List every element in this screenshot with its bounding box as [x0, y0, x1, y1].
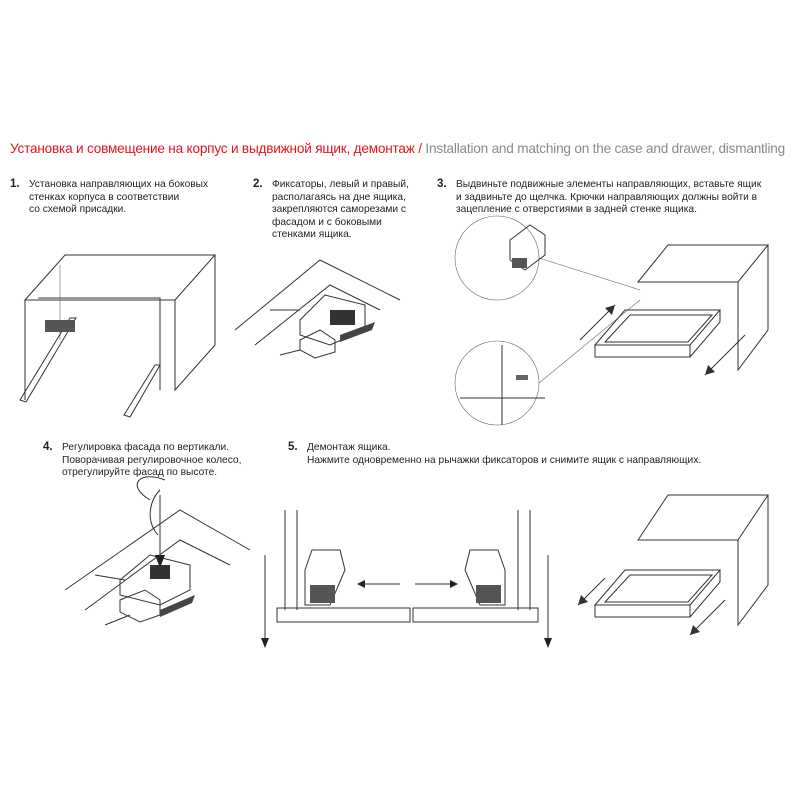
dismantling-illustration [261, 494, 769, 648]
step-5: 5. Демонтаж ящика. Нажмите одновременно … [288, 441, 702, 467]
step-text: Фиксаторы, левый и правый, располагаясь … [272, 179, 409, 240]
title-ru: Установка и совмещение на корпус и выдви… [10, 141, 422, 156]
step-text: Установка направляющих на боковых стенка… [29, 179, 209, 215]
step-text: Регулировка фасада по вертикали. Поворач… [62, 442, 242, 478]
step-number: 1. [10, 178, 20, 190]
insert-drawer-illustration [454, 215, 770, 426]
step-number: 2. [253, 178, 263, 190]
page-title: Установка и совмещение на корпус и выдви… [10, 141, 785, 156]
title-en: Installation and matching on the case an… [425, 141, 785, 156]
cabinet-rails-illustration [19, 254, 217, 418]
step-3: 3. Выдвиньте подвижные элементы направля… [437, 178, 762, 217]
step-text: Выдвиньте подвижные элементы направляющи… [456, 179, 762, 215]
facade-adjustment-illustration [64, 476, 251, 626]
step-number: 4. [43, 441, 53, 453]
fixator-illustration [234, 259, 401, 359]
step-1: 1. Установка направляющих на боковых сте… [10, 178, 209, 217]
step-number: 3. [437, 178, 447, 190]
step-2: 2. Фиксаторы, левый и правый, располагая… [253, 178, 409, 242]
step-4: 4. Регулировка фасада по вертикали. Пово… [43, 441, 242, 480]
step-text: Демонтаж ящика. Нажмите одновременно на … [307, 442, 702, 466]
step-number: 5. [288, 441, 298, 453]
